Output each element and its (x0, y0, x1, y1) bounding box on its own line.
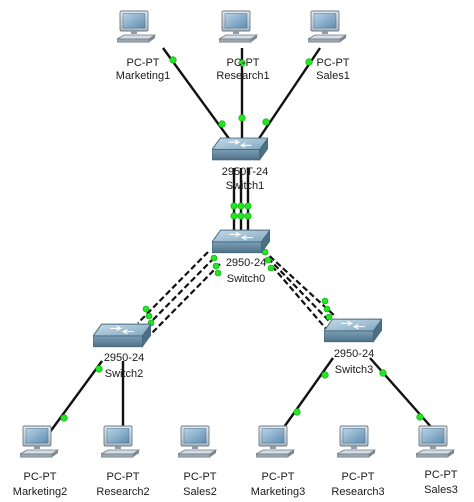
port-light-switch0-right-c (267, 264, 275, 272)
pc-node-marketing1[interactable]: PC-PT Marketing1 (116, 10, 170, 82)
port-light-marketing1 (169, 56, 177, 64)
port-light-sales3 (416, 413, 424, 421)
device-type-label: PC-PT (107, 471, 140, 483)
device-name-label: Research3 (331, 486, 384, 498)
switch-icon (93, 323, 151, 348)
port-light-switch0-left-b (212, 262, 220, 270)
device-name-label: Marketing1 (116, 70, 170, 82)
device-name-label: Switch2 (105, 368, 144, 380)
port-light-switch1-b (238, 114, 246, 122)
pc-icon (101, 425, 140, 458)
port-light-switch1-down-c (244, 202, 252, 210)
port-light-switch3-left (321, 371, 329, 379)
device-name-label: Switch3 (335, 364, 374, 376)
port-light-switch3-up-c (325, 313, 333, 321)
switch-node-switch1[interactable]: 2950T-24 Switch1 (212, 137, 268, 192)
device-type-label: PC-PT (227, 57, 260, 69)
port-light-switch0-left-c (214, 269, 222, 277)
device-model-label: 2950-24 (226, 257, 266, 269)
port-light-switch1-c (262, 118, 270, 126)
pc-icon (416, 425, 455, 458)
port-lights-layer (60, 56, 424, 422)
pc-node-sales1[interactable]: PC-PT Sales1 (308, 10, 350, 82)
device-name-label: Marketing3 (251, 486, 305, 498)
pc-icon (256, 425, 295, 458)
device-name-label: Switch0 (227, 273, 266, 285)
device-name-label: Research2 (96, 486, 149, 498)
device-type-label: PC-PT (317, 57, 350, 69)
cable-switch0-switch2-c[interactable] (149, 263, 221, 336)
device-type-label: PC-PT (342, 471, 375, 483)
device-name-label: Sales2 (183, 486, 217, 498)
pc-icon (308, 10, 347, 43)
cable-switch0-switch3-b[interactable] (267, 257, 333, 325)
port-light-switch3-right (379, 369, 387, 377)
port-light-research1 (238, 59, 246, 67)
port-light-sales1 (305, 58, 313, 66)
port-light-switch1-down-d (230, 212, 238, 220)
cable-switch0-switch2-b[interactable] (143, 257, 215, 330)
port-light-switch3-up-b (323, 305, 331, 313)
port-light-switch1-a (218, 120, 226, 128)
switch-icon (212, 137, 268, 161)
device-name-label: Sales3 (424, 484, 458, 496)
pc-icon (117, 10, 156, 43)
port-light-switch0-right-b (264, 256, 272, 264)
port-light-switch1-down-b (237, 202, 245, 210)
cable-switch3-marketing3[interactable] (281, 357, 334, 431)
port-light-switch3-up-a (321, 297, 329, 305)
device-type-label: PC-PT (24, 471, 57, 483)
port-light-switch1-down-a (230, 202, 238, 210)
switch-node-switch0[interactable]: 2950-24 Switch0 (212, 229, 270, 285)
pc-node-marketing2[interactable]: PC-PT Marketing2 (13, 425, 67, 498)
port-light-switch2-down (95, 365, 103, 373)
device-model-label: 2950T-24 (222, 166, 268, 178)
device-model-label: 2950-24 (334, 348, 374, 360)
cable-switch2-marketing2[interactable] (49, 360, 103, 433)
port-light-switch1-down-e (237, 212, 245, 220)
device-name-label: Research1 (216, 70, 269, 82)
pc-node-research3[interactable]: PC-PT Research3 (331, 425, 385, 498)
port-light-marketing3 (293, 408, 301, 416)
pc-node-research1[interactable]: PC-PT Research1 (216, 10, 270, 82)
device-type-label: PC-PT (184, 471, 217, 483)
port-light-switch2-up-a (142, 305, 150, 313)
pc-icon (337, 425, 376, 458)
switch-icon (212, 229, 270, 254)
switch-node-switch3[interactable]: 2950-24 Switch3 (324, 318, 382, 376)
cable-switch0-switch2-a[interactable] (137, 251, 209, 324)
port-light-switch2-up-b (145, 312, 153, 320)
pc-node-marketing3[interactable]: PC-PT Marketing3 (251, 425, 305, 498)
device-name-label: Marketing2 (13, 486, 67, 498)
pc-node-research2[interactable]: PC-PT Research2 (96, 425, 150, 498)
device-name-label: Switch1 (226, 180, 265, 192)
switch-icon (324, 318, 382, 343)
device-model-label: 2950-24 (104, 352, 144, 364)
cable-switch0-switch3-c[interactable] (271, 265, 329, 332)
pc-icon (178, 425, 217, 458)
device-type-label: PC-PT (127, 57, 160, 69)
switch-node-switch2[interactable]: 2950-24 Switch2 (93, 323, 151, 380)
port-light-marketing2 (60, 414, 68, 422)
port-light-switch0-left-a (210, 254, 218, 262)
port-light-switch1-down-f (244, 212, 252, 220)
device-name-label: Sales1 (316, 70, 350, 82)
pc-node-sales3[interactable]: PC-PT Sales3 (416, 425, 458, 496)
cable-switch0-switch3-a[interactable] (262, 249, 337, 318)
device-type-label: PC-PT (262, 471, 295, 483)
device-type-label: PC-PT (425, 469, 458, 481)
pc-icon (219, 10, 258, 43)
pc-node-sales2[interactable]: PC-PT Sales2 (178, 425, 217, 498)
